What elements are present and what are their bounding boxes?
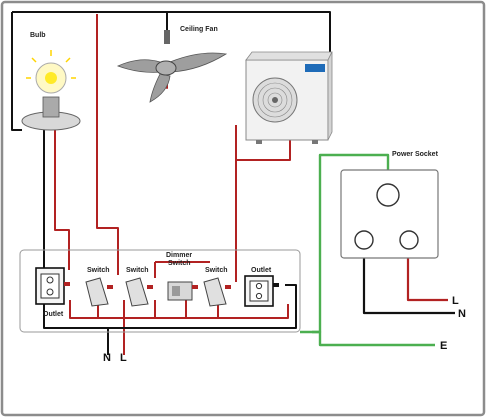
socket-line-label: L bbox=[452, 295, 459, 307]
switch-3 bbox=[203, 277, 231, 307]
live-wire-bus bbox=[69, 300, 289, 319]
power-socket-plate bbox=[340, 169, 439, 259]
bulb-filament-glow bbox=[45, 72, 57, 84]
outlet-left bbox=[35, 267, 70, 305]
earth-label: E bbox=[440, 340, 447, 352]
bulb bbox=[21, 50, 81, 131]
dimmer-label-line1: Dimmer bbox=[166, 252, 192, 259]
bulb-label: Bulb bbox=[30, 32, 46, 39]
ac-outdoor-unit bbox=[245, 51, 333, 144]
switch-3-label: Switch bbox=[205, 267, 228, 274]
fan-hub bbox=[155, 60, 177, 76]
neutral-wire-left-loop bbox=[11, 12, 22, 131]
ceiling-fan-label: Ceiling Fan bbox=[180, 26, 218, 33]
live-wire-socket bbox=[406, 245, 448, 302]
live-wire-ac bbox=[235, 125, 291, 161]
fan-blade-right bbox=[169, 52, 228, 73]
neutral-wire-socket bbox=[362, 245, 455, 315]
switch-2 bbox=[125, 277, 153, 307]
live-pin-hole bbox=[399, 230, 419, 250]
switch-1 bbox=[85, 277, 113, 307]
outlet-right bbox=[244, 275, 279, 307]
fan-rod bbox=[164, 30, 170, 44]
outlet-right-label: Outlet bbox=[251, 267, 272, 274]
power-socket-label: Power Socket bbox=[392, 151, 439, 158]
neutral-pin-hole bbox=[354, 230, 374, 250]
switch-2-label: Switch bbox=[126, 267, 149, 274]
bulb-cap bbox=[42, 96, 60, 118]
neutral-wire-bus bbox=[43, 284, 297, 329]
ceiling-fan bbox=[116, 30, 228, 103]
socket-neutral-label: N bbox=[458, 308, 466, 320]
dimmer-switch bbox=[167, 281, 198, 301]
earth-pin-hole bbox=[376, 183, 400, 207]
power-socket bbox=[340, 169, 439, 259]
outlet-left-label: Outlet bbox=[43, 311, 64, 318]
ac-brand-badge bbox=[305, 64, 325, 72]
dimmer-label-line2: Switch bbox=[168, 260, 191, 267]
earth-wire-E bbox=[300, 330, 435, 347]
line-terminal-label: L bbox=[120, 352, 127, 364]
live-wire-fan bbox=[96, 14, 119, 275]
fan-blade-bottom bbox=[149, 73, 171, 103]
switch-1-label: Switch bbox=[87, 267, 110, 274]
switch-board-frame bbox=[19, 249, 301, 333]
neutral-terminal-label: N bbox=[103, 352, 111, 364]
